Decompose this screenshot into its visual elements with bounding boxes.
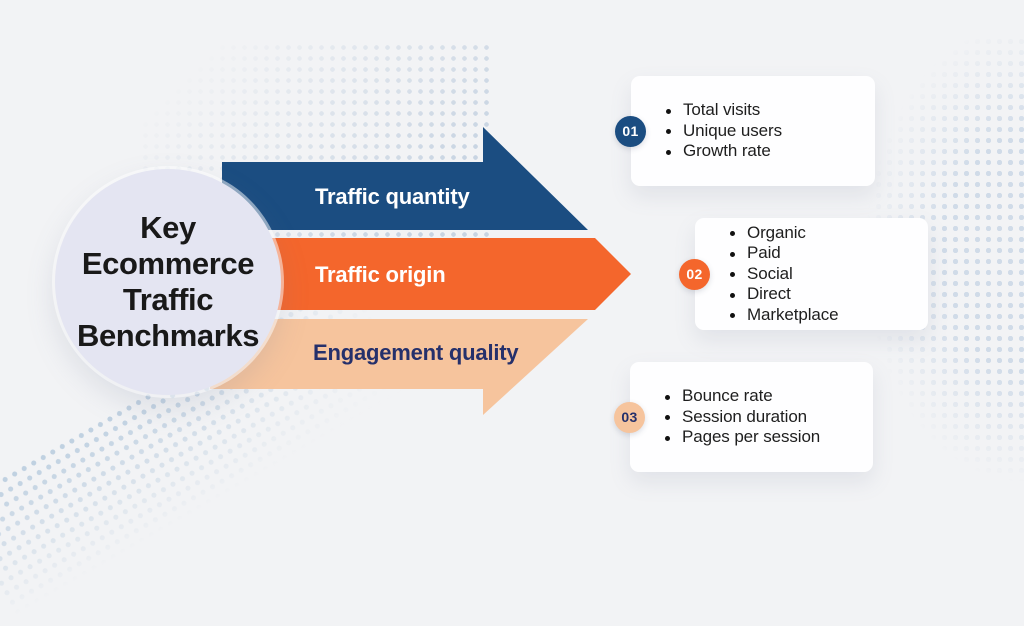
list-item: Growth rate: [666, 141, 782, 162]
list-item: Unique users: [666, 120, 782, 140]
list-item: Session duration: [664, 407, 820, 428]
step-badge-03: 03: [614, 401, 645, 433]
benchmark-list: Total visits Unique users Growth rate: [631, 100, 782, 162]
infographic-canvas: Key Ecommerce Traffic Benchmarks Traffic…: [0, 36, 1024, 626]
page-title: Key Ecommerce Traffic Benchmarks: [77, 210, 259, 354]
title-line: Key: [140, 210, 196, 245]
step-badge-01: 01: [615, 115, 646, 147]
list-item: Total visits: [666, 100, 782, 121]
list-item: Marketplace: [730, 304, 839, 324]
arrow-traffic-quantity: [222, 127, 588, 230]
arrow-label-engagement-quality: Engagement quality: [313, 340, 519, 365]
step-number: 02: [686, 266, 703, 282]
arrow-label-traffic-origin: Traffic origin: [315, 262, 446, 287]
title-line: Traffic: [122, 282, 214, 317]
benchmark-card-traffic-origin: 02 Organic Paid Social Direct Marketplac…: [679, 218, 928, 330]
arrow-label-traffic-quantity: Traffic quantity: [315, 184, 470, 209]
list-item: Paid: [730, 243, 839, 264]
benchmark-list: Organic Paid Social Direct Marketplace: [695, 223, 839, 326]
benchmark-list: Bounce rate Session duration Pages per s…: [630, 386, 820, 448]
list-item: Bounce rate: [664, 386, 820, 407]
benchmark-card-engagement-quality: 03 Bounce rate Session duration Pages pe…: [614, 362, 873, 472]
title-line: Benchmarks: [76, 318, 260, 353]
title-circle: Key Ecommerce Traffic Benchmarks: [55, 169, 281, 395]
step-badge-02: 02: [679, 258, 710, 290]
step-number: 01: [622, 123, 639, 139]
list-item: Direct: [730, 284, 839, 305]
list-item: Organic: [730, 223, 839, 244]
step-number: 03: [621, 409, 638, 425]
title-line: Ecommerce: [81, 246, 255, 281]
list-item: Pages per session: [664, 427, 821, 447]
list-item: Social: [730, 264, 839, 285]
benchmark-card-traffic-quantity: 01 Total visits Unique users Growth rate: [615, 76, 875, 186]
